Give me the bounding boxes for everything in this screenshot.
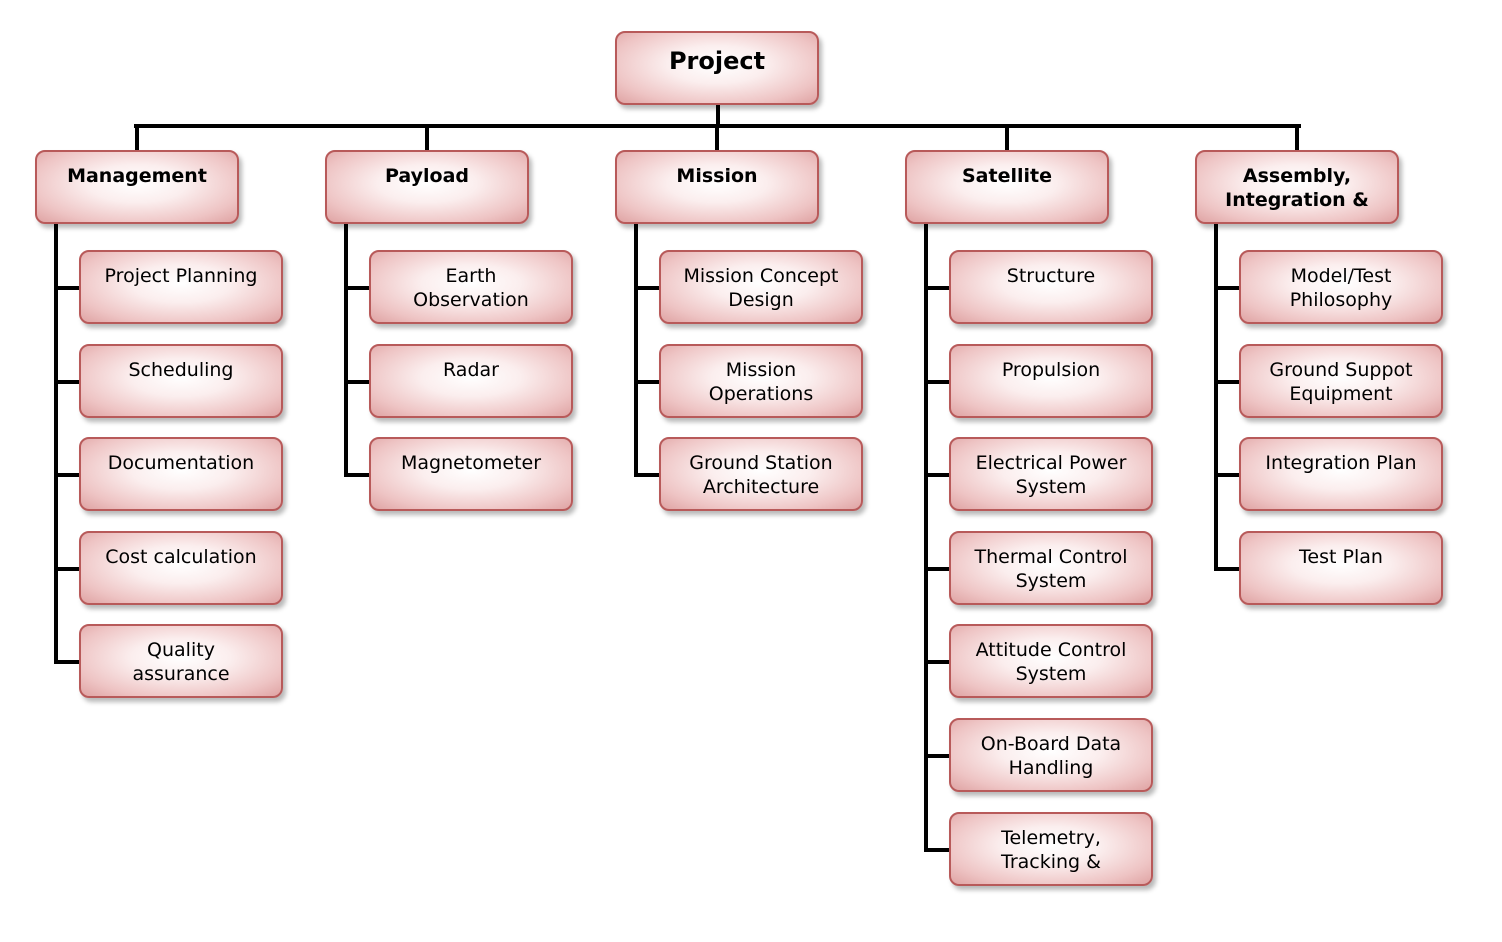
item-connector-electrical-power-system — [924, 473, 951, 477]
item-node-radar: Radar — [369, 344, 573, 418]
branch-node-satellite: Satellite — [905, 150, 1109, 224]
item-connector-test-plan — [1214, 567, 1241, 571]
item-node-cost-calculation-label: Cost calculation — [105, 546, 257, 568]
item-node-ground-station-architecture-label: Ground Station Architecture — [689, 452, 833, 498]
branch-node-mission-label: Mission — [676, 165, 758, 187]
item-node-attitude-control-system-label: Attitude Control System — [975, 639, 1127, 685]
branch-stem-satellite — [1005, 124, 1009, 152]
branch-node-mission: Mission — [615, 150, 819, 224]
branch-node-assembly: Assembly, Integration & — [1195, 150, 1399, 224]
item-node-mission-concept-design: Mission Concept Design — [659, 250, 863, 324]
root-node-project: Project — [615, 31, 819, 105]
item-node-magnetometer-label: Magnetometer — [400, 452, 542, 474]
item-node-propulsion-label: Propulsion — [1001, 359, 1101, 381]
item-connector-thermal-control-system — [924, 567, 951, 571]
item-node-electrical-power-system-label: Electrical Power System — [975, 452, 1127, 498]
item-node-model-test-philosophy-label: Model/Test Philosophy — [1289, 265, 1393, 311]
branch-node-payload-label: Payload — [384, 165, 470, 187]
item-node-magnetometer: Magnetometer — [369, 437, 573, 511]
item-node-electrical-power-system: Electrical Power System — [949, 437, 1153, 511]
item-node-cost-calculation: Cost calculation — [79, 531, 283, 605]
item-node-ground-suppot-equipment: Ground Suppot Equipment — [1239, 344, 1443, 418]
item-node-structure: Structure — [949, 250, 1153, 324]
item-connector-integration-plan — [1214, 473, 1241, 477]
item-node-ground-suppot-equipment-label: Ground Suppot Equipment — [1269, 359, 1413, 405]
root-stem-line — [716, 105, 720, 127]
item-node-project-planning: Project Planning — [79, 250, 283, 324]
item-connector-model-test-philosophy — [1214, 286, 1241, 290]
item-node-on-board-data-handling-label: On-Board Data Handling — [980, 733, 1122, 779]
item-connector-mission-concept-design — [634, 286, 661, 290]
item-node-earth-observation: Earth Observation — [369, 250, 573, 324]
item-connector-scheduling — [54, 380, 81, 384]
item-connector-propulsion — [924, 380, 951, 384]
item-node-integration-plan: Integration Plan — [1239, 437, 1443, 511]
item-node-test-plan-label: Test Plan — [1299, 546, 1383, 568]
item-connector-project-planning — [54, 286, 81, 290]
item-connector-earth-observation — [344, 286, 371, 290]
item-node-telemetry-tracking: Telemetry, Tracking & — [949, 812, 1153, 886]
branch-node-payload: Payload — [325, 150, 529, 224]
item-node-mission-operations-label: Mission Operations — [708, 359, 814, 405]
item-node-test-plan: Test Plan — [1239, 531, 1443, 605]
item-node-integration-plan-label: Integration Plan — [1265, 452, 1417, 474]
branch-node-satellite-label: Satellite — [962, 165, 1052, 187]
branch-node-management-label: Management — [67, 165, 207, 187]
item-connector-quality-assurance — [54, 660, 81, 664]
item-connector-on-board-data-handling — [924, 754, 951, 758]
item-node-scheduling-label: Scheduling — [128, 359, 234, 381]
item-node-ground-station-architecture: Ground Station Architecture — [659, 437, 863, 511]
item-node-documentation-label: Documentation — [107, 452, 255, 474]
item-node-scheduling: Scheduling — [79, 344, 283, 418]
item-node-quality-assurance: Quality assurance — [79, 624, 283, 698]
item-node-propulsion: Propulsion — [949, 344, 1153, 418]
item-node-telemetry-tracking-label: Telemetry, Tracking & — [1001, 827, 1101, 873]
item-node-on-board-data-handling: On-Board Data Handling — [949, 718, 1153, 792]
branch-stem-assembly — [1295, 124, 1299, 152]
branch-spine-payload — [344, 224, 348, 477]
item-node-thermal-control-system-label: Thermal Control System — [974, 546, 1128, 592]
branch-stem-mission — [715, 124, 719, 152]
item-node-documentation: Documentation — [79, 437, 283, 511]
item-connector-telemetry-tracking — [924, 848, 951, 852]
item-node-thermal-control-system: Thermal Control System — [949, 531, 1153, 605]
branch-spine-assembly — [1214, 224, 1218, 570]
item-connector-documentation — [54, 473, 81, 477]
item-connector-mission-operations — [634, 380, 661, 384]
item-node-radar-label: Radar — [443, 359, 499, 381]
item-connector-magnetometer — [344, 473, 371, 477]
item-node-structure-label: Structure — [1006, 265, 1096, 287]
item-node-attitude-control-system: Attitude Control System — [949, 624, 1153, 698]
item-node-mission-operations: Mission Operations — [659, 344, 863, 418]
item-node-model-test-philosophy: Model/Test Philosophy — [1239, 250, 1443, 324]
branch-node-management: Management — [35, 150, 239, 224]
branch-stem-management — [135, 124, 139, 152]
item-connector-radar — [344, 380, 371, 384]
item-node-project-planning-label: Project Planning — [104, 265, 258, 287]
item-node-earth-observation-label: Earth Observation — [413, 265, 529, 311]
branch-spine-mission — [634, 224, 638, 477]
branch-node-assembly-label: Assembly, Integration & — [1225, 165, 1369, 211]
item-node-quality-assurance-label: Quality assurance — [132, 639, 230, 685]
item-connector-attitude-control-system — [924, 660, 951, 664]
item-connector-ground-station-architecture — [634, 473, 661, 477]
root-node-label: Project — [668, 47, 766, 75]
branch-spine-satellite — [924, 224, 928, 851]
item-connector-cost-calculation — [54, 567, 81, 571]
branch-stem-payload — [425, 124, 429, 152]
item-connector-structure — [924, 286, 951, 290]
item-connector-ground-suppot-equipment — [1214, 380, 1241, 384]
branch-spine-management — [54, 224, 58, 664]
item-node-mission-concept-design-label: Mission Concept Design — [683, 265, 839, 311]
